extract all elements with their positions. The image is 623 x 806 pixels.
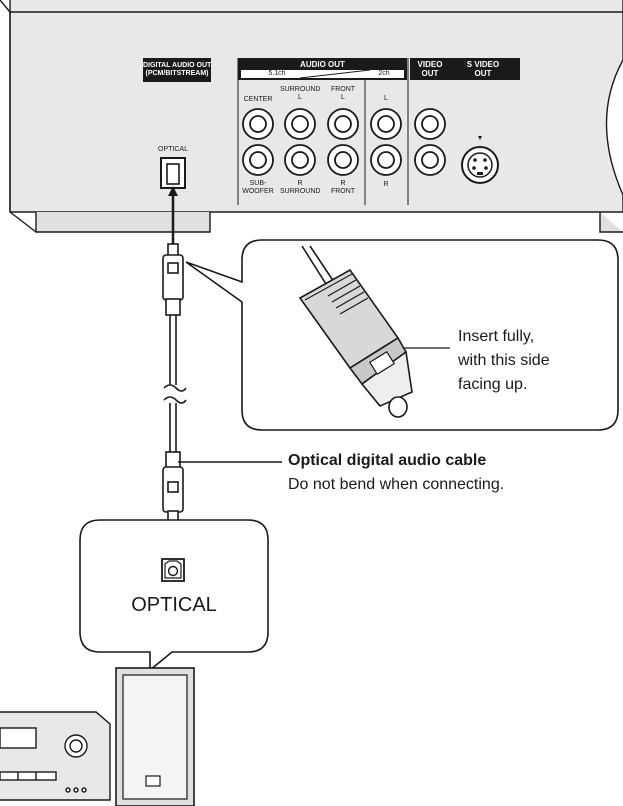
center-label: CENTER xyxy=(243,96,273,103)
upper-arrow xyxy=(168,186,178,248)
svideo-out-label-2: OUT xyxy=(474,69,492,78)
front-l-label-2: L xyxy=(341,94,345,101)
surround-l-label-2: L xyxy=(298,94,302,101)
callout-text-3: facing up. xyxy=(458,376,528,393)
cable-title: Optical digital audio cable xyxy=(288,452,487,469)
ch51-label: 5.1ch xyxy=(268,70,286,77)
video-out-label-2: OUT xyxy=(421,69,439,78)
audio-out-title: AUDIO OUT xyxy=(300,60,345,69)
video-out-label-1: VIDEO xyxy=(417,60,443,69)
video-out-header xyxy=(410,58,520,80)
cable-note: Do not bend when connecting. xyxy=(288,476,505,493)
player-optical-label: OPTICAL xyxy=(158,146,188,153)
callout-text-1: Insert fully, xyxy=(458,328,535,345)
svideo-out-label-1: S VIDEO xyxy=(466,60,500,69)
subwoofer-label-2: WOOFER xyxy=(242,188,274,195)
r-label: R xyxy=(383,181,389,188)
surround-l-label-1: SURROUND xyxy=(280,86,321,93)
digital-out-label-box xyxy=(143,58,211,82)
callout-text-2: with this side xyxy=(458,352,550,369)
upper-plug xyxy=(162,243,184,316)
player-optical-port xyxy=(160,157,186,189)
receiver-optical-jack xyxy=(161,558,185,582)
subwoofer-label-1: SUB- xyxy=(249,180,267,187)
optical-cable xyxy=(163,315,187,452)
receiver-box xyxy=(115,667,195,806)
receiver-bubble xyxy=(79,519,269,672)
ch2-label: 2ch xyxy=(378,70,390,77)
surround-r-label-1: R xyxy=(297,180,303,187)
svideo-jack xyxy=(461,136,499,184)
digital-out-label-1: DIGITAL AUDIO OUT xyxy=(143,62,212,69)
rca-jacks xyxy=(242,108,446,176)
front-r-label-2: FRONT xyxy=(330,188,356,195)
lower-plug xyxy=(162,451,184,524)
receiver-optical-label: OPTICAL xyxy=(131,594,217,616)
plug-callout-bubble xyxy=(185,239,619,431)
digital-out-label-2: (PCM/BITSTREAM) xyxy=(145,70,209,77)
front-l-label-1: FRONT xyxy=(330,86,356,93)
av-amplifier xyxy=(0,711,111,801)
front-r-label-1: R xyxy=(340,180,346,187)
surround-r-label-2: SURROUND xyxy=(280,188,321,195)
l-label: L xyxy=(384,95,388,102)
